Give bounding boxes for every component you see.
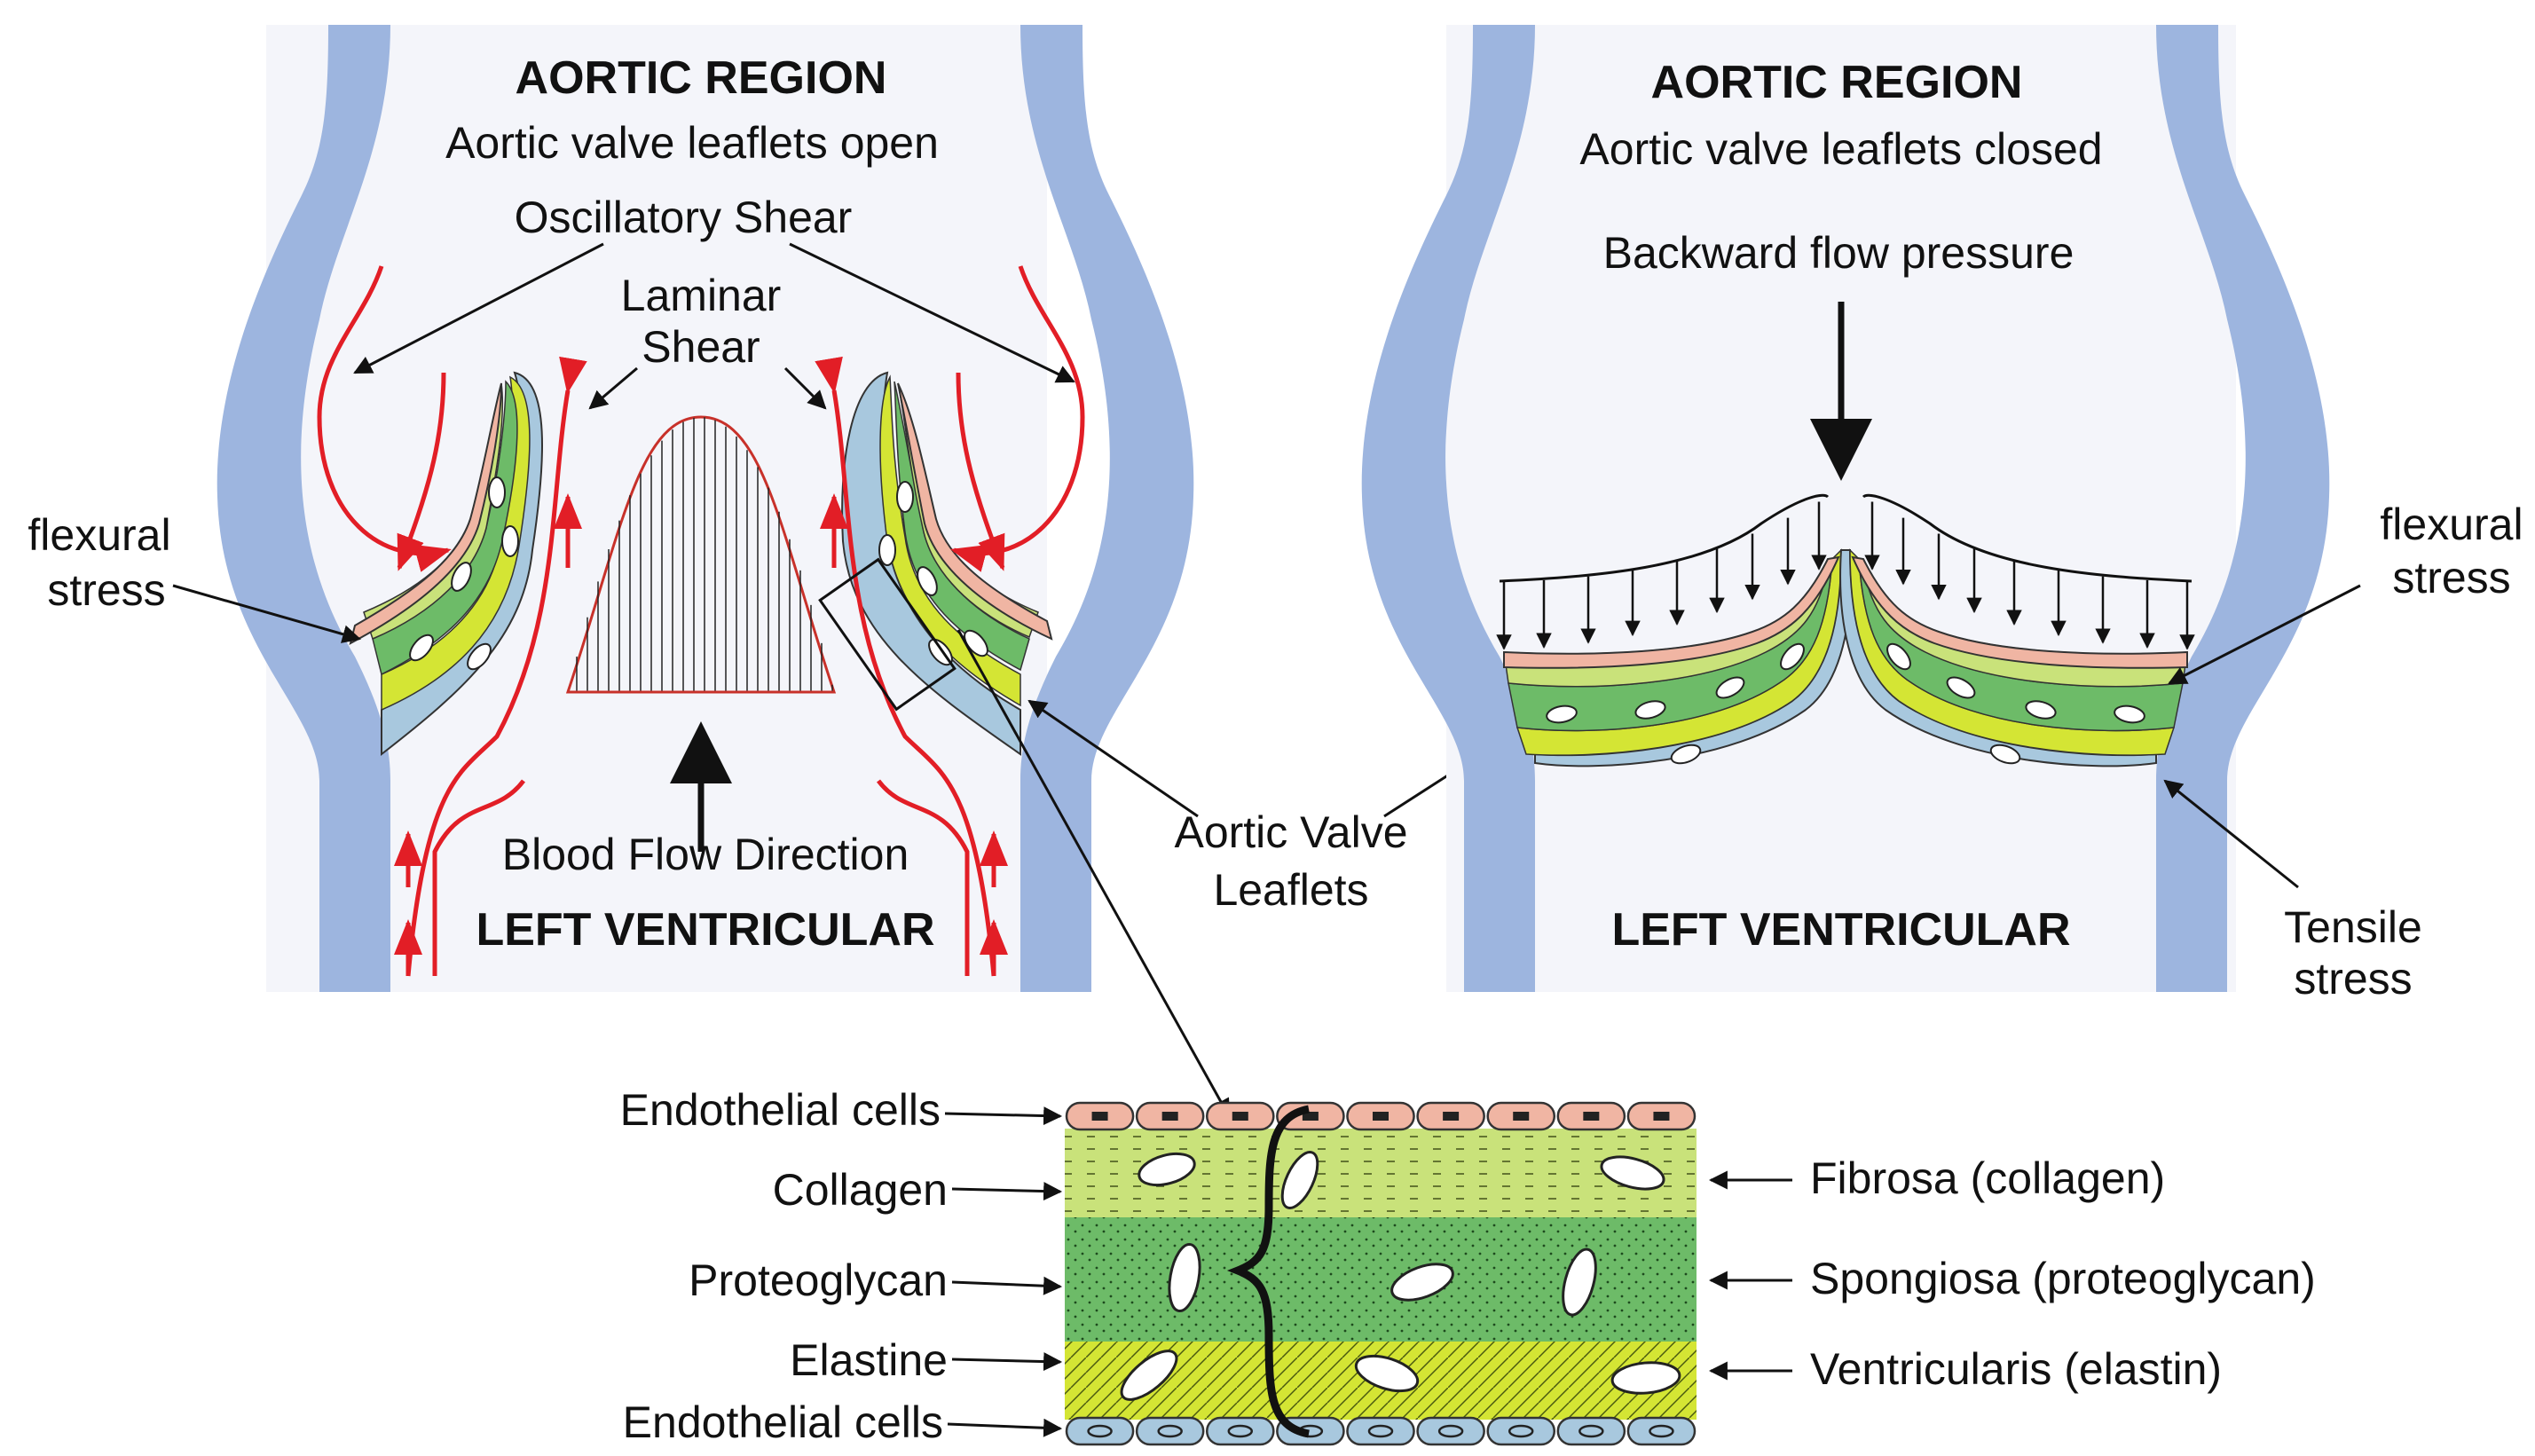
flow-arrows xyxy=(317,265,1085,977)
left-vessel-wall-left xyxy=(216,25,390,992)
curly-brace xyxy=(1226,1105,1311,1438)
layer-cross-section: Endothelial cells Collagen Proteoglycan … xyxy=(620,1085,2316,1447)
flexural-left-1: flexural xyxy=(28,510,170,560)
left-vessel-wall-right xyxy=(1020,25,1194,992)
blood-flow-label: Blood Flow Direction xyxy=(502,830,909,879)
right-pointer-arrows xyxy=(1810,302,2361,889)
laminar-label-1: Laminar xyxy=(621,271,782,320)
label-ventricularis: Ventricularis (elastin) xyxy=(1810,1344,2222,1394)
left-panel: AORTIC REGION Aortic valve leaflets open… xyxy=(28,25,1231,1118)
right-title: AORTIC REGION xyxy=(1651,57,2023,108)
flexural-right-1: flexural xyxy=(2380,500,2523,549)
endothelial-top-cells xyxy=(1065,1101,1697,1131)
label-endothelial-bottom: Endothelial cells xyxy=(623,1397,943,1447)
spongiosa-layer xyxy=(1065,1217,1697,1342)
leaflets-label-1: Aortic Valve xyxy=(1174,807,1407,857)
left-pointer-arrows xyxy=(172,242,1199,852)
closed-leaflet-right xyxy=(1839,548,2188,767)
magnify-box xyxy=(818,557,957,712)
right-subtitle: Aortic valve leaflets closed xyxy=(1579,124,2102,174)
right-lumen xyxy=(1446,25,2236,992)
endothelial-bottom-cells xyxy=(1065,1416,1697,1446)
left-title: AORTIC REGION xyxy=(516,52,887,104)
right-bottom-label: LEFT VENTRICULAR xyxy=(1611,904,2070,956)
right-leaflet-open xyxy=(841,371,1053,756)
backward-flow-label: Backward flow pressure xyxy=(1603,228,2074,278)
label-proteoglycan: Proteoglycan xyxy=(689,1255,948,1305)
tensile-label-2: stress xyxy=(2294,954,2412,1003)
left-leaflet-open xyxy=(349,371,544,757)
interstitial-cells xyxy=(1120,1151,1681,1401)
magnify-arrow xyxy=(957,629,1231,1118)
pressure-arrows xyxy=(1496,493,2195,650)
right-vessel-wall-right xyxy=(2156,25,2330,992)
laminar-label-2: Shear xyxy=(642,322,760,372)
right-vessel-wall-left xyxy=(1361,25,1535,992)
closed-leaflet-left xyxy=(1503,548,1852,767)
right-panel: AORTIC REGION Aortic valve leaflets clos… xyxy=(1361,25,2523,1003)
label-collagen: Collagen xyxy=(773,1165,948,1215)
label-elastine: Elastine xyxy=(790,1335,948,1385)
flexural-left-2: stress xyxy=(47,565,165,615)
velocity-profile xyxy=(565,415,837,694)
left-subtitle: Aortic valve leaflets open xyxy=(445,118,939,168)
leaflets-label-2: Leaflets xyxy=(1213,865,1368,915)
oscillatory-shear-label: Oscillatory Shear xyxy=(515,193,853,242)
left-bottom-label: LEFT VENTRICULAR xyxy=(476,904,934,956)
tensile-label-1: Tensile xyxy=(2284,902,2422,952)
label-fibrosa: Fibrosa (collagen) xyxy=(1810,1153,2165,1203)
label-spongiosa: Spongiosa (proteoglycan) xyxy=(1810,1254,2316,1303)
label-endothelial-top: Endothelial cells xyxy=(620,1085,941,1135)
flexural-right-2: stress xyxy=(2392,553,2510,602)
